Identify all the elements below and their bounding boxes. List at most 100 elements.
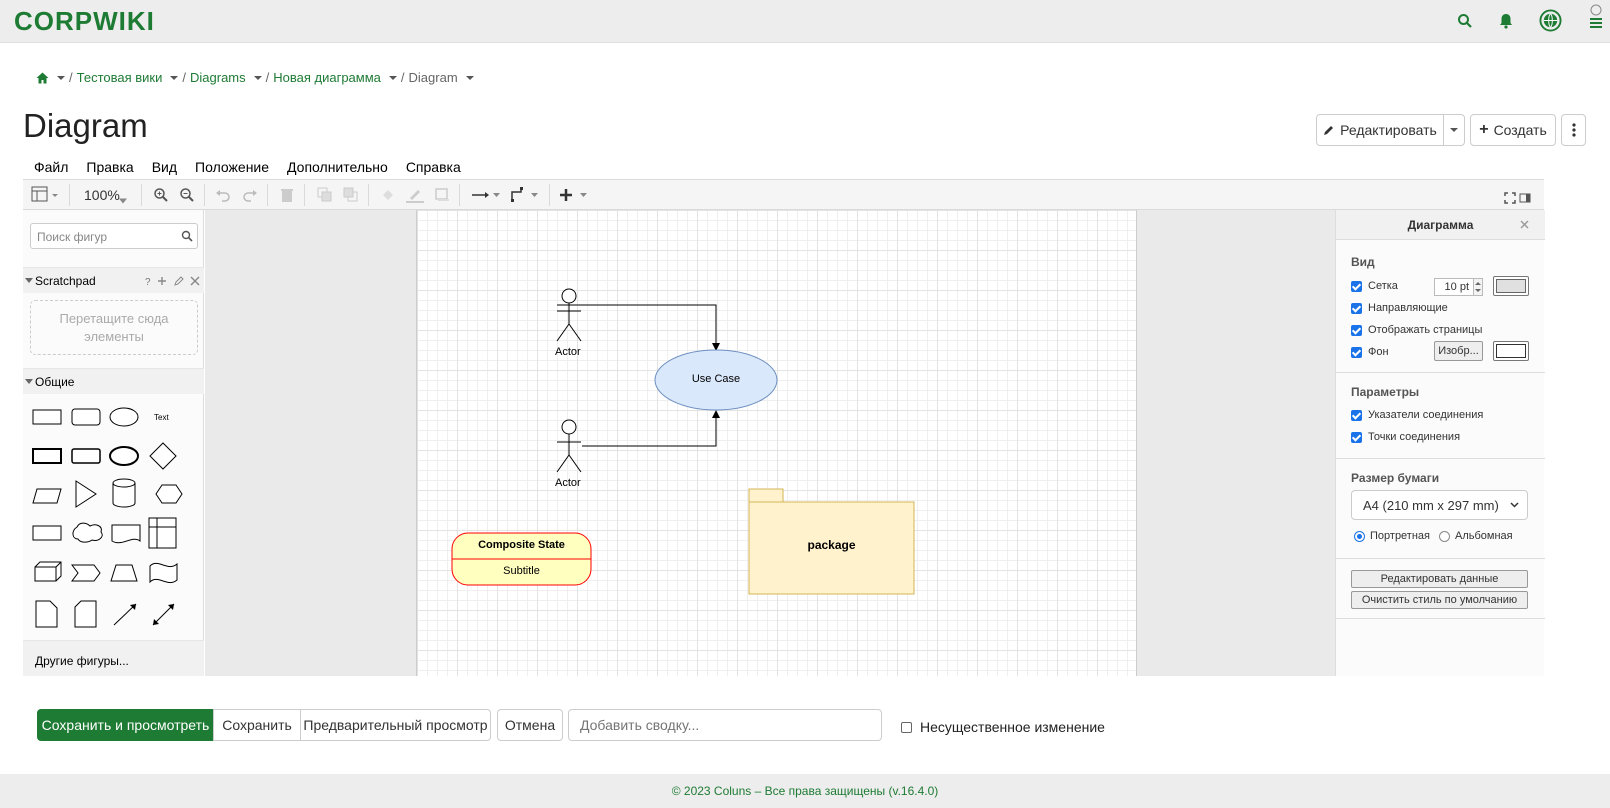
- line-color-icon[interactable]: [406, 186, 424, 204]
- chevron-down-icon[interactable]: [388, 75, 397, 80]
- menu-icon[interactable]: [1588, 4, 1604, 30]
- connector-edge[interactable]: [582, 417, 717, 447]
- menu-file[interactable]: Файл: [34, 159, 69, 175]
- close-icon[interactable]: [190, 276, 200, 286]
- grid-color-swatch[interactable]: [1493, 276, 1529, 296]
- shape-rectangle-bold[interactable]: [32, 448, 62, 464]
- general-shapes-header[interactable]: Общие: [23, 368, 204, 394]
- show-pages-checkbox[interactable]: Отображать страницы: [1351, 324, 1482, 336]
- preview-button[interactable]: Предварительный просмотр: [300, 709, 491, 741]
- edit-data-button[interactable]: Редактировать данные: [1351, 570, 1528, 588]
- to-front-icon[interactable]: [317, 186, 333, 204]
- delete-icon[interactable]: [280, 186, 294, 204]
- shape-trapezoid[interactable]: [110, 564, 138, 582]
- grid-size-input[interactable]: 10 pt: [1434, 278, 1474, 296]
- breadcrumb-link[interactable]: Diagrams: [190, 70, 246, 85]
- connection-points-checkbox[interactable]: Точки соединения: [1351, 431, 1460, 443]
- summary-input[interactable]: [568, 709, 882, 741]
- more-options-button[interactable]: [1561, 114, 1586, 146]
- scratchpad-drop-area[interactable]: Перетащите сюда элементы: [30, 300, 198, 355]
- shape-line[interactable]: [113, 603, 137, 626]
- menu-view[interactable]: Вид: [151, 159, 178, 175]
- shape-diamond[interactable]: [149, 442, 177, 470]
- breadcrumb-link[interactable]: Тестовая вики: [76, 70, 163, 85]
- more-shapes-link[interactable]: Другие фигуры...: [23, 640, 204, 676]
- landscape-radio[interactable]: Альбомная: [1439, 530, 1513, 542]
- shape-rounded-bold[interactable]: [71, 448, 101, 464]
- background-checkbox[interactable]: Фон: [1351, 346, 1389, 358]
- fullscreen-icon[interactable]: [1504, 189, 1516, 207]
- to-back-icon[interactable]: [343, 186, 359, 204]
- shape-cylinder[interactable]: [112, 478, 136, 508]
- fill-color-icon[interactable]: [380, 186, 396, 204]
- logo[interactable]: CORPWIKI: [14, 6, 155, 36]
- save-button[interactable]: Сохранить: [213, 709, 301, 741]
- shape-cloud[interactable]: [72, 522, 103, 543]
- shape-document[interactable]: [111, 524, 141, 544]
- portrait-radio[interactable]: Портретная: [1354, 530, 1430, 542]
- edit-button[interactable]: Редактировать: [1316, 114, 1444, 146]
- help-icon[interactable]: ?: [145, 277, 151, 288]
- clear-default-style-button[interactable]: Очистить стиль по умолчанию: [1351, 591, 1528, 609]
- menu-extras[interactable]: Дополнительно: [287, 159, 388, 175]
- connector-edge[interactable]: [557, 304, 717, 344]
- shape-rectangle[interactable]: [32, 409, 62, 425]
- shape-tape[interactable]: [149, 562, 178, 584]
- chevron-down-icon[interactable]: [119, 192, 127, 210]
- shape-triangle[interactable]: [75, 480, 97, 508]
- use-case-shape[interactable]: [654, 349, 778, 411]
- shape-hexagon[interactable]: [155, 484, 183, 504]
- shape-rounded-rectangle[interactable]: [71, 408, 101, 426]
- save-and-view-button[interactable]: Сохранить и просмотреть: [37, 709, 214, 741]
- globe-avatar-icon[interactable]: [1539, 9, 1562, 32]
- waypoints-icon[interactable]: [510, 186, 544, 204]
- breadcrumb-link[interactable]: Новая диаграмма: [273, 70, 381, 85]
- redo-icon[interactable]: [242, 186, 258, 204]
- guides-checkbox[interactable]: Направляющие: [1351, 302, 1448, 314]
- diagram-page[interactable]: Actor Actor Use Case Composite State Sub…: [416, 210, 1137, 676]
- menu-arrange[interactable]: Положение: [195, 159, 270, 175]
- zoom-in-icon[interactable]: [153, 186, 169, 204]
- shape-step[interactable]: [71, 564, 101, 582]
- close-icon[interactable]: [1520, 220, 1529, 229]
- shape-process[interactable]: [32, 525, 62, 541]
- chevron-down-icon[interactable]: [253, 75, 262, 80]
- actor-shape[interactable]: [556, 288, 582, 342]
- diagram-canvas[interactable]: Actor Actor Use Case Composite State Sub…: [205, 210, 1335, 676]
- shape-ellipse[interactable]: [109, 407, 139, 427]
- actor-shape[interactable]: [556, 419, 582, 473]
- pencil-icon[interactable]: [174, 276, 184, 286]
- connection-style-icon[interactable]: [471, 186, 503, 204]
- grid-checkbox[interactable]: Сетка: [1351, 280, 1398, 292]
- plus-icon[interactable]: [157, 276, 167, 286]
- package-shape[interactable]: [748, 501, 915, 595]
- zoom-out-icon[interactable]: [179, 186, 195, 204]
- scratchpad-header[interactable]: Scratchpad ?: [23, 267, 204, 293]
- shape-search-input[interactable]: Поиск фигур: [30, 223, 198, 249]
- panels-icon[interactable]: [31, 186, 61, 204]
- minor-edit-checkbox[interactable]: Несущественное изменение: [901, 719, 1105, 735]
- insert-plus-icon[interactable]: [558, 186, 592, 204]
- shape-text[interactable]: Text: [154, 413, 169, 422]
- home-icon[interactable]: [36, 72, 49, 84]
- chevron-down-icon[interactable]: [465, 75, 474, 80]
- breadcrumb-current[interactable]: Diagram: [408, 70, 458, 85]
- search-icon[interactable]: [181, 230, 193, 242]
- shape-card[interactable]: [74, 600, 97, 628]
- background-image-button[interactable]: Изобр...: [1434, 341, 1483, 361]
- undo-icon[interactable]: [215, 186, 231, 204]
- grid-size-stepper[interactable]: [1473, 278, 1483, 296]
- search-icon[interactable]: [1456, 12, 1474, 30]
- bell-icon[interactable]: [1497, 12, 1515, 30]
- connection-arrows-checkbox[interactable]: Указатели соединения: [1351, 409, 1483, 421]
- zoom-level[interactable]: 100%: [84, 187, 120, 203]
- chevron-down-icon[interactable]: [57, 75, 65, 80]
- menu-help[interactable]: Справка: [405, 159, 461, 175]
- paper-size-select[interactable]: A4 (210 mm x 297 mm): [1351, 490, 1528, 520]
- format-panel-toggle-icon[interactable]: [1519, 189, 1531, 207]
- shape-cube[interactable]: [34, 561, 62, 582]
- shape-note[interactable]: [35, 600, 58, 628]
- shadow-icon[interactable]: [434, 186, 450, 204]
- edit-dropdown-button[interactable]: [1443, 114, 1465, 146]
- cancel-button[interactable]: Отмена: [497, 709, 563, 741]
